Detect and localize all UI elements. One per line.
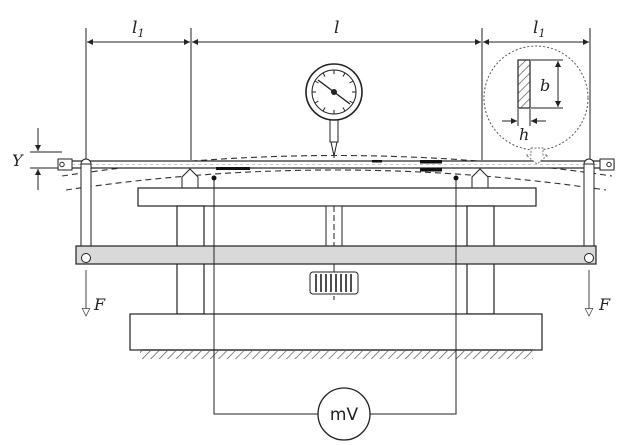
- label-width-b: b: [540, 76, 550, 95]
- label-force-left: F: [93, 295, 106, 314]
- detail-circle: [483, 45, 589, 151]
- upper-plate: [137, 187, 537, 207]
- support-right: [471, 168, 489, 189]
- label-force-right: F: [598, 295, 611, 314]
- strain-gauge-right-top: [420, 160, 442, 164]
- beam-specimen: [59, 160, 615, 169]
- millivoltmeter-label: mV: [330, 405, 359, 425]
- loading-rod-left: [80, 163, 92, 259]
- ground-hatching: [140, 349, 533, 359]
- label-l1-left: l1: [132, 18, 144, 40]
- crossbar-pin-left: [81, 253, 91, 263]
- detail-pointer-arrow: [524, 147, 550, 165]
- crossbar-pin-right: [584, 253, 594, 263]
- support-left: [181, 168, 199, 189]
- cross-section-hatched: [517, 59, 531, 109]
- label-height-h: h: [519, 125, 529, 144]
- strain-gauge-center-top: [372, 160, 382, 163]
- label-deflection-y: Y: [12, 151, 24, 170]
- base-plate: [129, 313, 543, 351]
- gauge-probe-tip: [330, 141, 338, 157]
- measurement-wiring: [213, 178, 457, 415]
- strain-gauge-left-bottom: [216, 167, 250, 170]
- wire-terminal-right: [453, 175, 459, 181]
- label-l1-right: l1: [533, 18, 545, 40]
- gauge-pivot: [331, 89, 337, 95]
- dimension-lines: [85, 28, 591, 160]
- deflection-dimension: [30, 128, 62, 190]
- knurled-knob: [309, 264, 359, 295]
- millivoltmeter: [317, 387, 371, 441]
- cross-section-detail: b h: [483, 45, 589, 165]
- support-knife-edges: [181, 168, 489, 189]
- gauge-ticks: [312, 70, 356, 114]
- strain-gauge-right-bottom: [420, 168, 442, 172]
- dial-gauge: [305, 63, 363, 158]
- wire-terminal-left: [211, 175, 217, 181]
- force-arrows: [86, 270, 589, 316]
- loading-rod-right: [583, 163, 595, 259]
- load-crossbar: [75, 245, 597, 265]
- label-l-center: l: [334, 18, 339, 38]
